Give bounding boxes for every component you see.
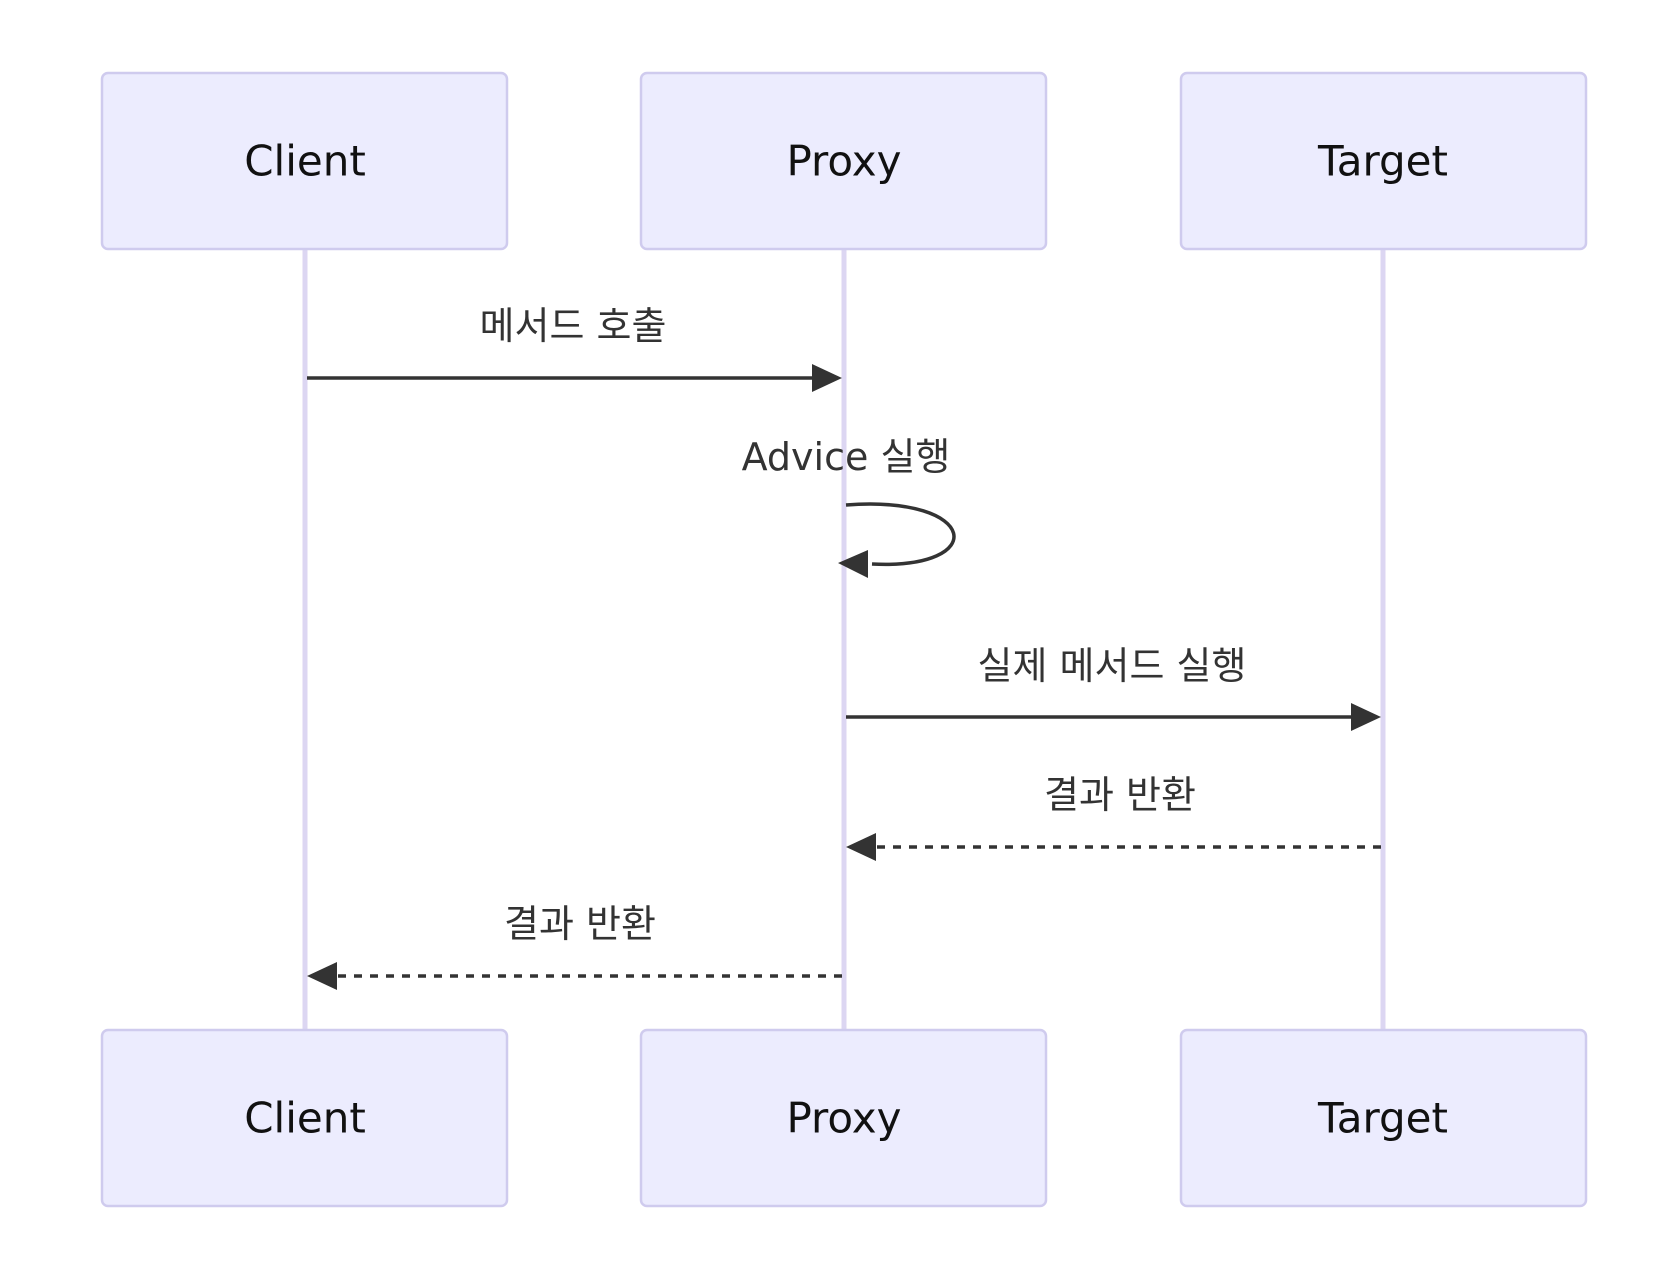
actor-target-bottom-label: Target xyxy=(1317,1094,1448,1143)
message-advice-exec: Advice 실행 xyxy=(742,435,956,578)
message-method-call: 메서드 호출 xyxy=(307,304,842,392)
actor-client-top-label: Client xyxy=(244,137,366,186)
actor-client-bottom-label: Client xyxy=(244,1094,366,1143)
message-return-result-2: 결과 반환 xyxy=(307,902,842,990)
message-real-method-exec-label: 실제 메서드 실행 xyxy=(978,644,1247,688)
message-return-result-2-label: 결과 반환 xyxy=(504,902,656,946)
actor-client-bottom: Client xyxy=(100,1028,509,1208)
message-return-result-1-label: 결과 반환 xyxy=(1044,773,1196,817)
actor-client-top: Client xyxy=(100,71,509,251)
arrowhead-left-icon xyxy=(307,962,337,990)
actor-proxy-bottom-label: Proxy xyxy=(786,1094,901,1143)
actor-target-top: Target xyxy=(1179,71,1588,251)
arrowhead-left-icon xyxy=(846,833,876,861)
actor-proxy-top: Proxy xyxy=(639,71,1048,251)
message-advice-exec-label: Advice 실행 xyxy=(742,435,951,479)
arrowhead-right-icon xyxy=(1351,703,1381,731)
actor-proxy-bottom: Proxy xyxy=(639,1028,1048,1208)
actor-target-bottom: Target xyxy=(1179,1028,1588,1208)
arrowhead-right-icon xyxy=(812,364,842,392)
actor-proxy-top-label: Proxy xyxy=(786,137,901,186)
arrowhead-left-icon xyxy=(838,550,868,578)
message-return-result-1: 결과 반환 xyxy=(846,773,1381,861)
message-real-method-exec: 실제 메서드 실행 xyxy=(846,644,1381,731)
message-method-call-label: 메서드 호출 xyxy=(480,304,667,348)
actor-target-top-label: Target xyxy=(1317,137,1448,186)
